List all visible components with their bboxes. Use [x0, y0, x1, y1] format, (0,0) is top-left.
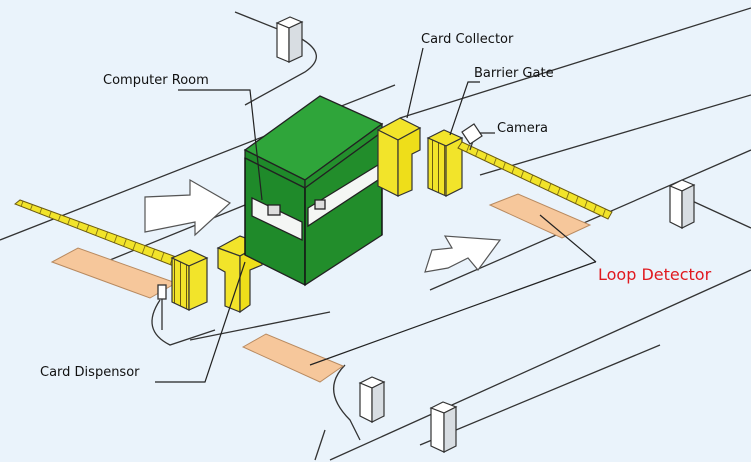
label-camera: Camera	[497, 121, 548, 136]
leader-barrier-gate	[449, 81, 480, 136]
right-barrier-arm	[457, 141, 613, 220]
monitor-icon	[267, 204, 281, 216]
exit-arrow-icon	[424, 235, 502, 273]
label-card-dispenser: Card Dispensor	[40, 365, 140, 380]
bollards	[275, 16, 696, 453]
loop-pad-front	[241, 333, 345, 383]
leader-loop-front	[309, 261, 596, 366]
computer-room-booth	[243, 95, 384, 287]
leader-card-collector	[406, 47, 424, 119]
entry-arrow-icon	[144, 178, 232, 237]
leader-loop-exit	[539, 214, 597, 263]
left-barrier-gate	[170, 249, 209, 311]
loop-detector-pads	[50, 193, 592, 383]
label-card-collector: Card Collector	[421, 32, 514, 47]
label-computer-room: Computer Room	[103, 73, 209, 88]
monitor-icon-2	[314, 199, 326, 210]
lane-arrows	[144, 178, 502, 273]
road-lines	[0, 7, 751, 461]
leader-card-dispenser	[155, 261, 246, 383]
card-collector-unit	[376, 117, 422, 197]
bollard-bottom-2	[429, 401, 458, 453]
right-barrier-gate	[426, 129, 464, 197]
label-loop-detector: Loop Detector	[598, 265, 712, 284]
loop-pad-exit	[488, 193, 592, 239]
leader-lines	[155, 47, 597, 383]
camera-device	[461, 123, 483, 151]
camera-icon	[461, 123, 483, 145]
label-barrier-gate: Barrier Gate	[474, 66, 554, 81]
bollard-bottom-1	[358, 376, 386, 423]
leader-computer-room	[178, 89, 263, 201]
bollard-right	[668, 179, 696, 229]
bollard-top	[275, 16, 304, 63]
entry-pole	[157, 284, 167, 330]
